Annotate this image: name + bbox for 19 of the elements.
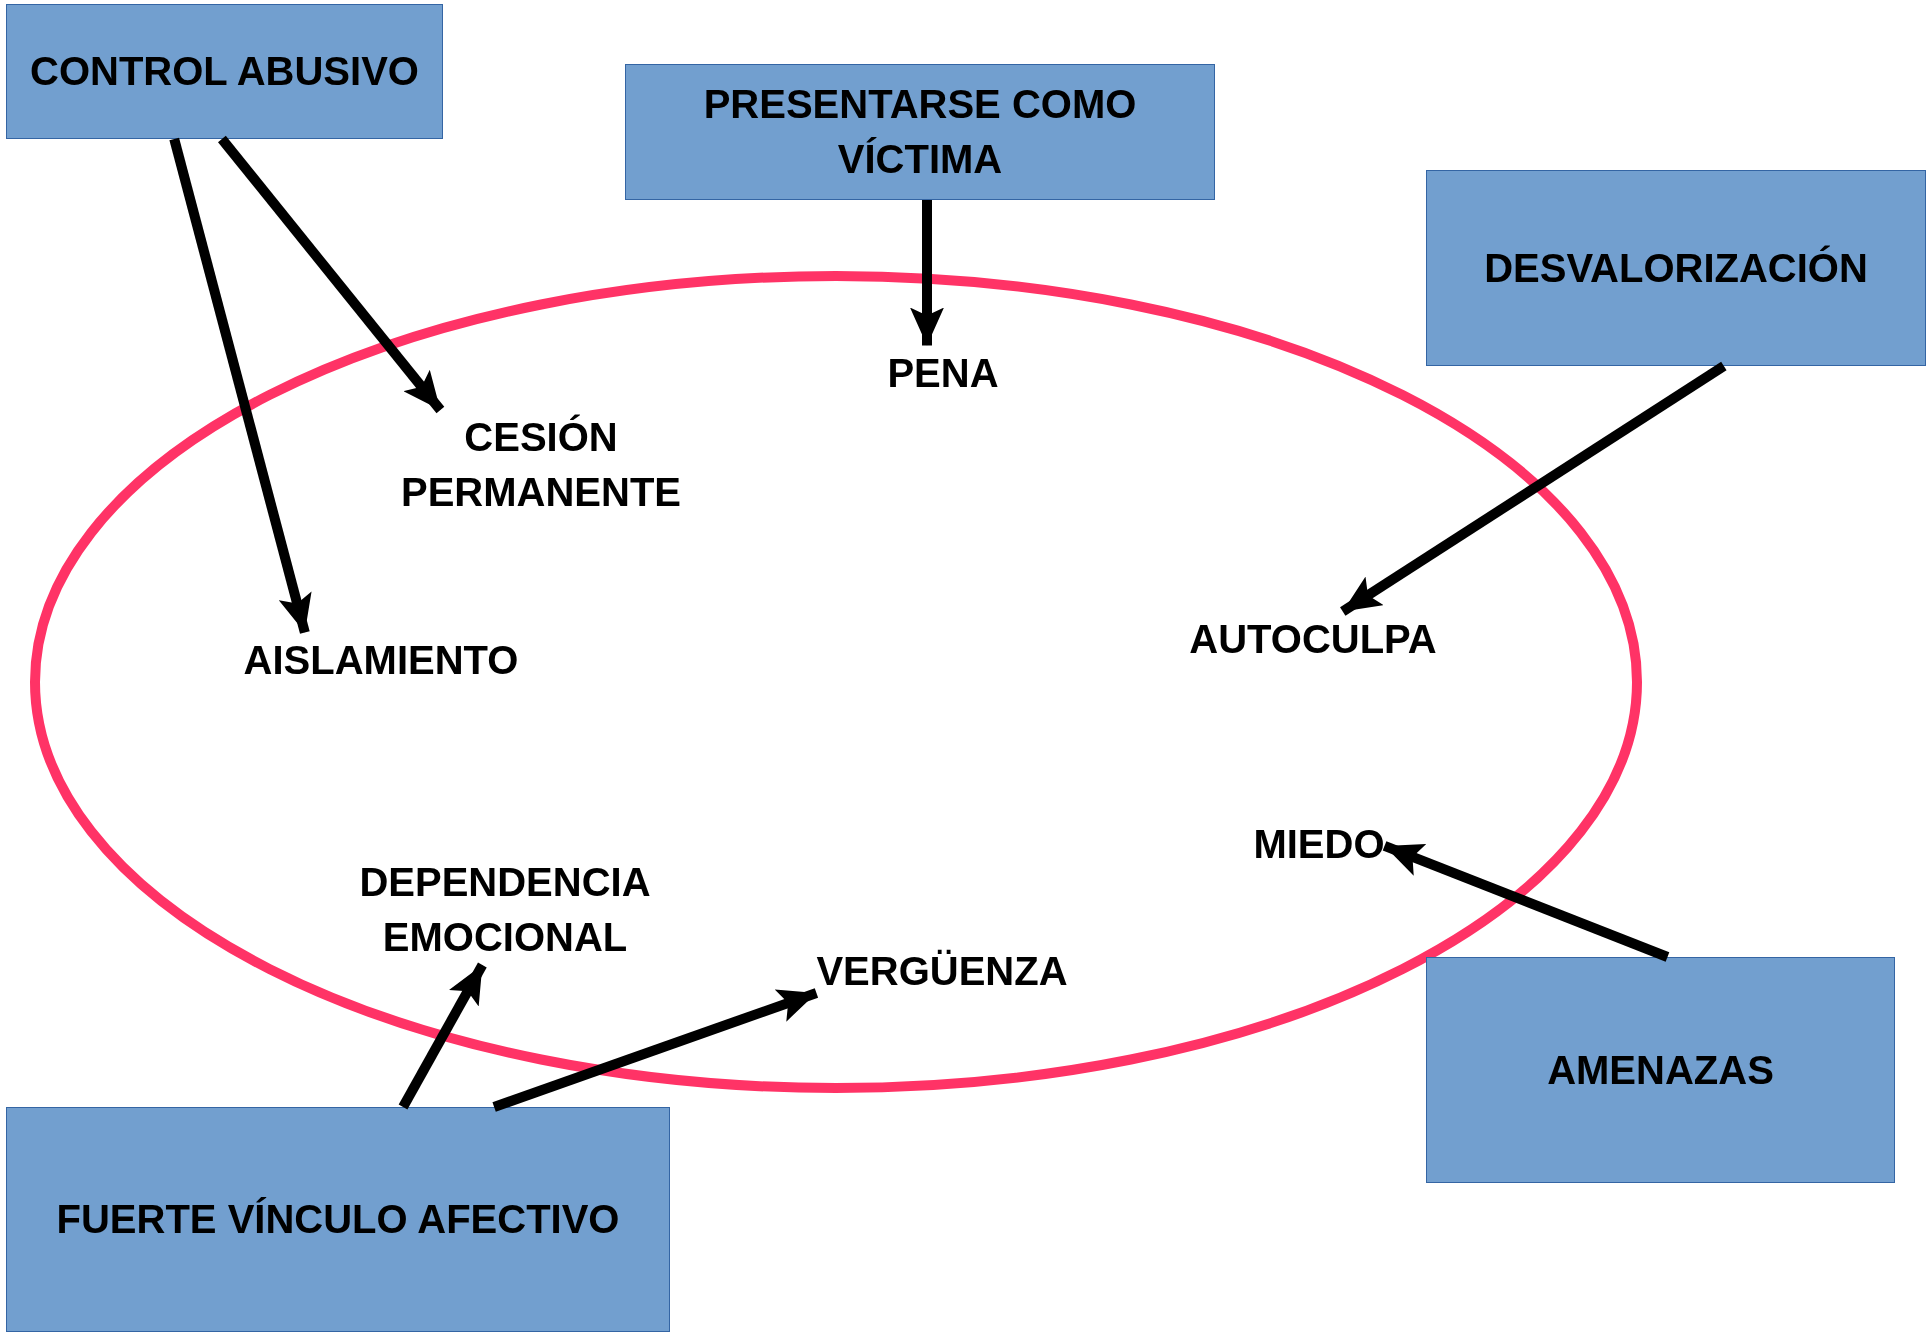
label-box: CONTROL ABUSIVO (6, 4, 443, 139)
concept-label: AUTOCULPA (1189, 611, 1437, 667)
concept-label: DEPENDENCIA EMOCIONAL (355, 855, 655, 965)
concept-label: MIEDO (1253, 816, 1385, 872)
arrow (492, 988, 819, 1112)
label-box: AMENAZAS (1426, 957, 1895, 1183)
arrow (1382, 841, 1670, 962)
label-box: PRESENTARSE COMO VÍCTIMA (625, 64, 1215, 200)
arrow (398, 962, 487, 1110)
concept-label: AISLAMIENTO (243, 632, 519, 688)
label-box: DESVALORIZACIÓN (1426, 170, 1926, 366)
arrow (910, 200, 944, 346)
concept-label: VERGÜENZA (816, 943, 1068, 999)
concept-label: PENA (887, 345, 999, 401)
arrow (1340, 361, 1727, 616)
arrow (218, 135, 445, 414)
label-box: FUERTE VÍNCULO AFECTIVO (6, 1107, 670, 1332)
concept-label: CESIÓN PERMANENTE (391, 410, 691, 520)
arrow (169, 137, 312, 634)
